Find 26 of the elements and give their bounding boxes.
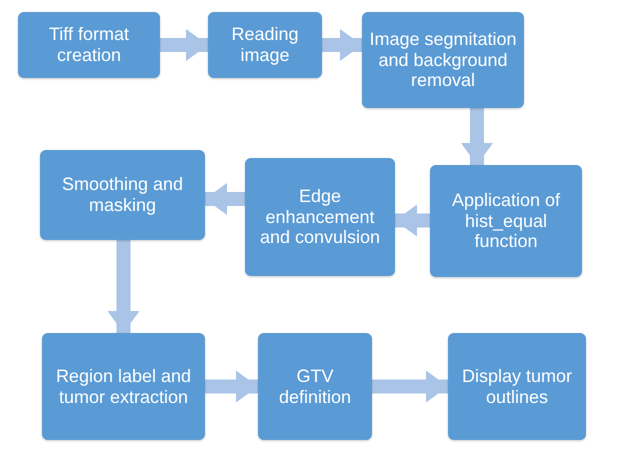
step-label: Region label and tumor extraction	[54, 366, 192, 408]
block-arrow	[160, 29, 208, 61]
process-box	[208, 12, 322, 78]
step-label: Application of hist_equal function	[450, 190, 562, 252]
process-box	[40, 150, 205, 240]
step-label: Reading image	[230, 24, 300, 66]
block-arrow	[372, 370, 448, 402]
block-arrow	[108, 240, 140, 333]
step-label: Tiff format creation	[48, 24, 130, 66]
block-arrow	[461, 108, 493, 165]
step-label: Edge enhancement and convulsion	[258, 186, 382, 248]
step-label: GTV definition	[278, 366, 352, 408]
step-label: Image segmitation and background removal	[368, 28, 518, 92]
process-box	[362, 12, 524, 108]
process-box	[430, 165, 582, 277]
block-arrow	[205, 370, 258, 402]
process-box	[258, 333, 372, 440]
process-box	[245, 158, 395, 276]
block-arrow	[205, 183, 245, 215]
step-label: Display tumor outlines	[460, 366, 574, 408]
block-arrow	[395, 204, 430, 236]
process-box	[448, 333, 586, 440]
block-arrow	[322, 29, 362, 61]
process-box	[18, 12, 160, 78]
process-box	[42, 333, 205, 440]
step-label: Smoothing and masking	[60, 174, 184, 216]
